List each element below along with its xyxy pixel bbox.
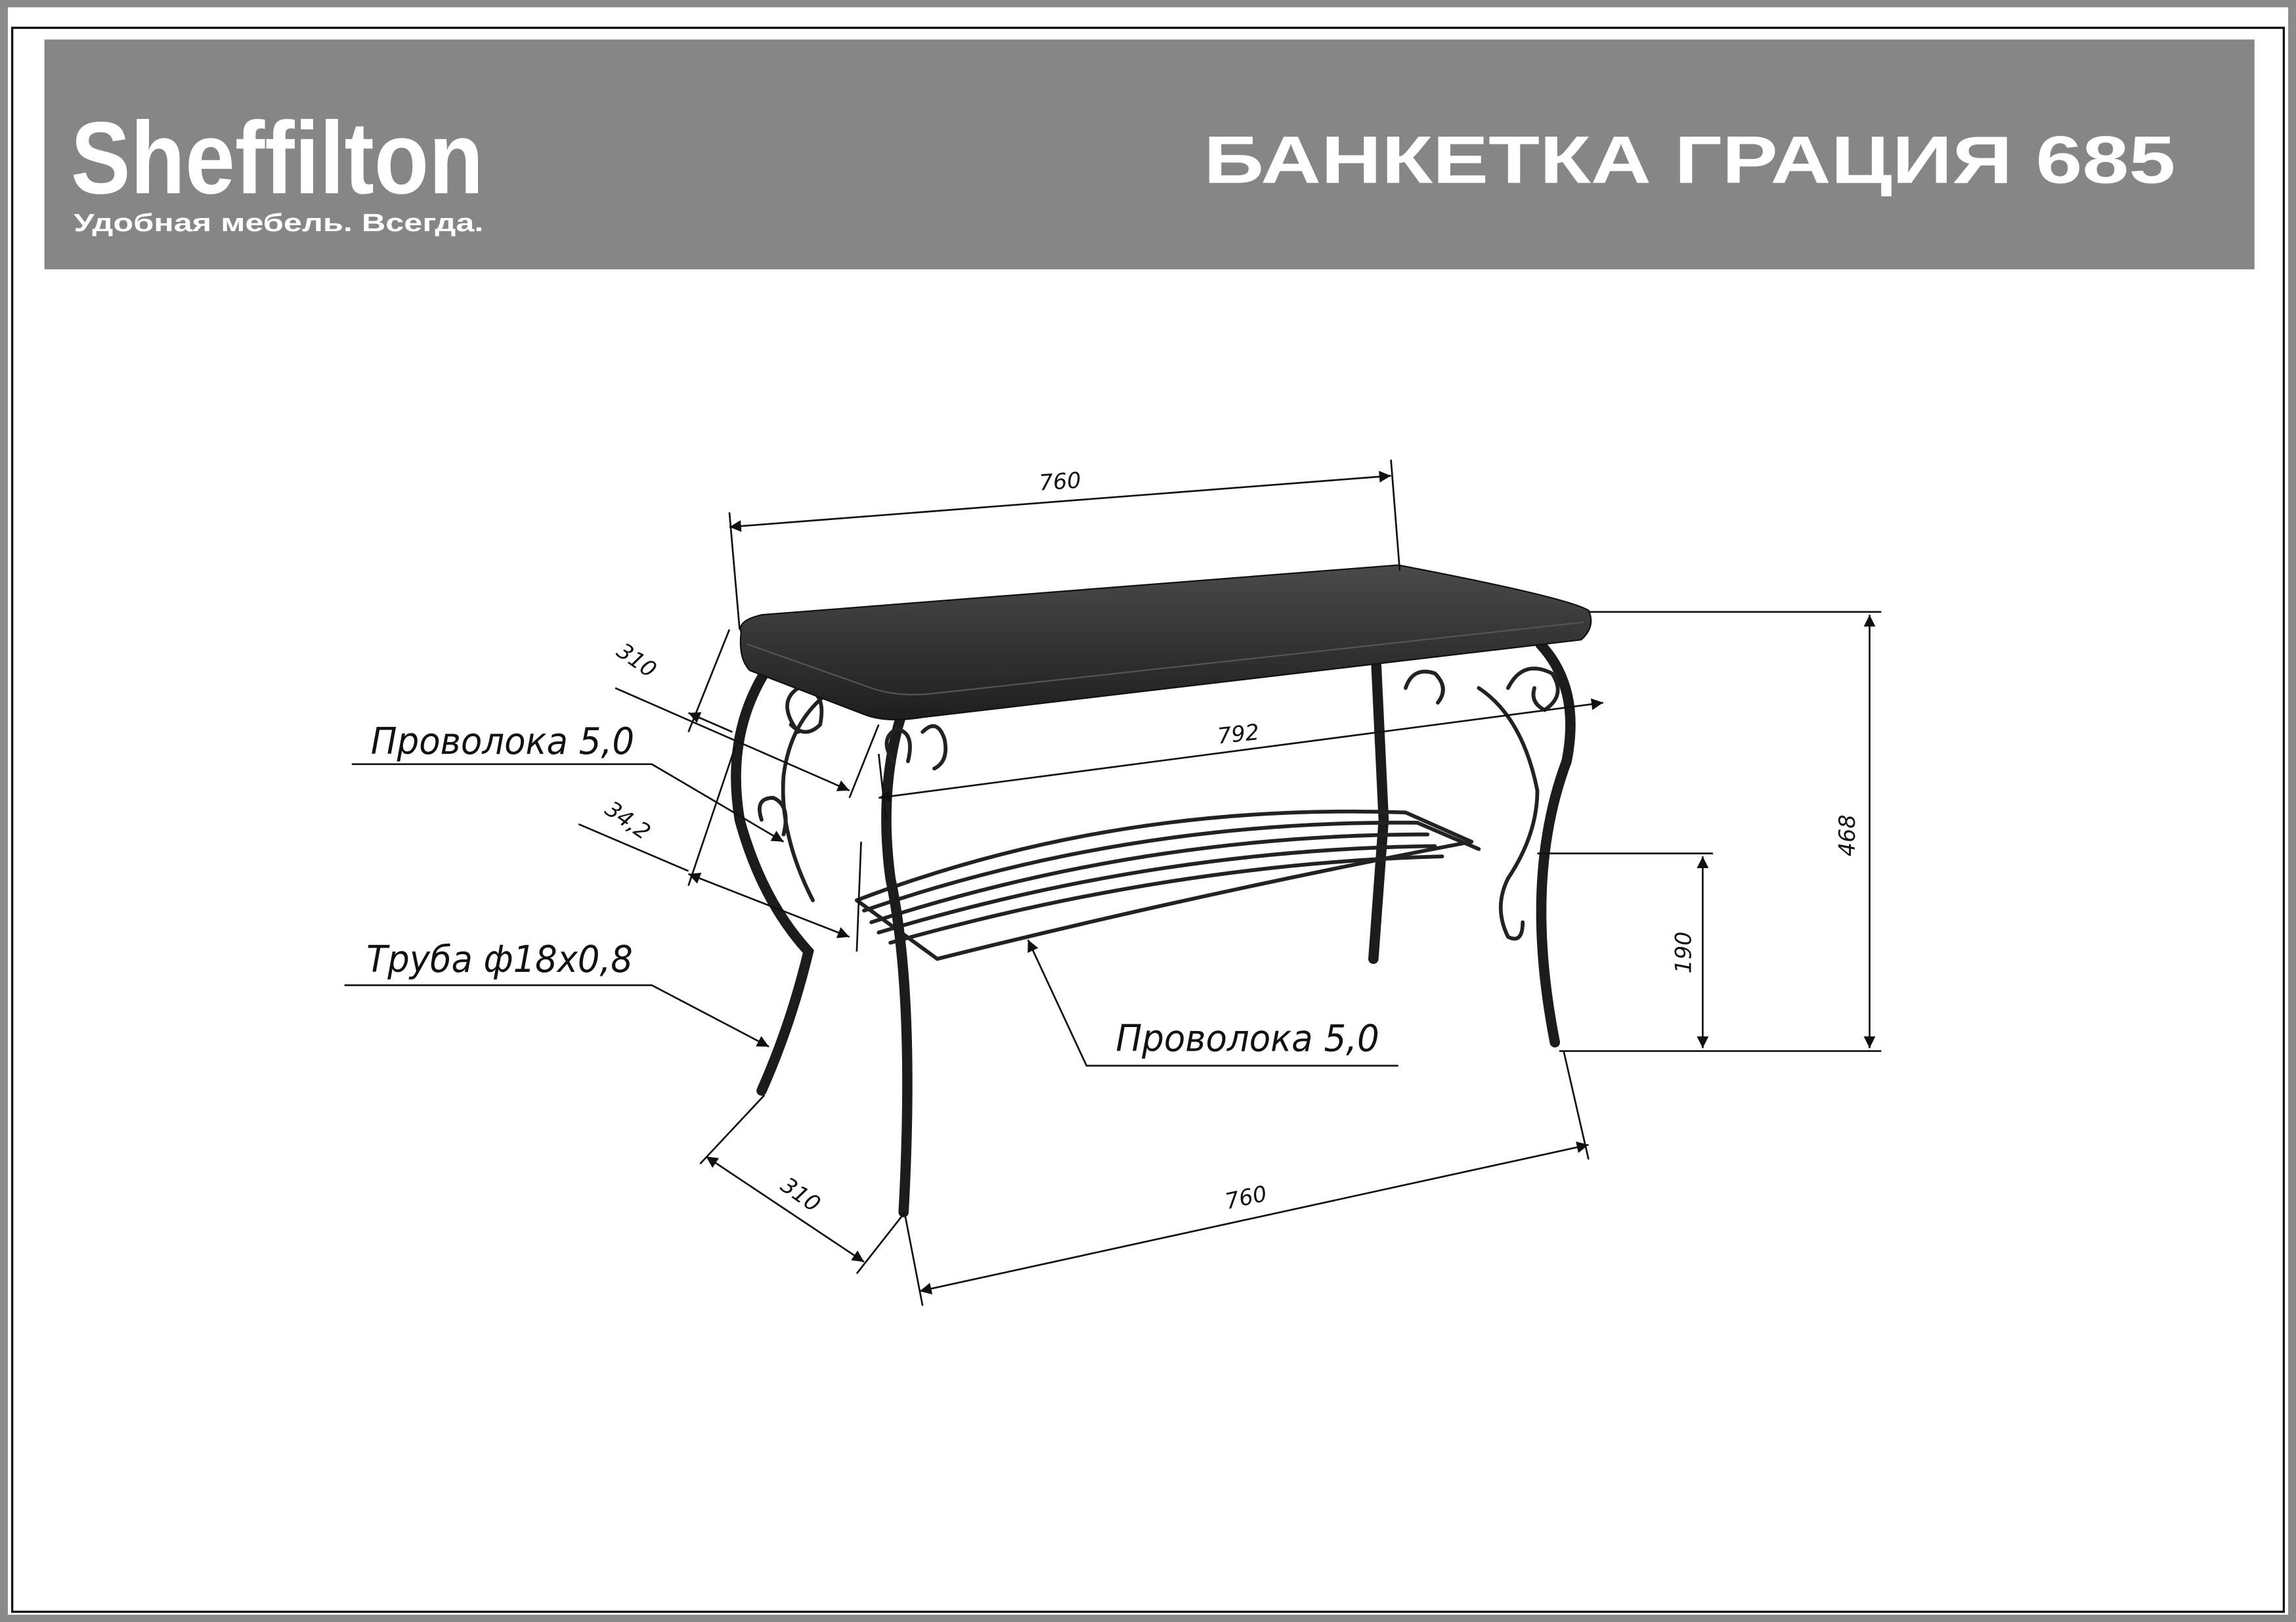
- dim-shelf-height: 190: [1671, 932, 1697, 974]
- dim-span-width: 792: [1216, 719, 1261, 749]
- inner-frame: [11, 26, 2285, 1613]
- page-title: БАНКЕТКА ГРАЦИЯ 685: [1203, 122, 2175, 198]
- callout-tube: Труба ф18х0,8: [366, 938, 633, 981]
- dim-top-depth: 310: [612, 638, 661, 683]
- callout-wire-shelf: Проволока 5,0: [1116, 1018, 1379, 1061]
- seat-cushion: [739, 564, 1592, 721]
- brand-logo: Sheffilton: [71, 101, 484, 215]
- header-banner: Sheffilton Удобная мебель. Всегда. БАНКЕ…: [44, 39, 2255, 270]
- dim-bottom-width: 760: [1223, 1181, 1269, 1214]
- dim-bottom-depth: 310: [776, 1172, 825, 1217]
- shelf: [854, 809, 1481, 961]
- dim-total-height: 468: [1834, 814, 1860, 856]
- callouts: Проволока 5,0 Труба ф18х0,8 Проволока 5,…: [344, 720, 1398, 1067]
- brand-tagline: Удобная мебель. Всегда.: [74, 209, 483, 237]
- dim-top-width: 760: [1038, 467, 1081, 495]
- dimension-lines: 760 310 792 468 190 34,2 310 760: [578, 459, 1882, 1306]
- callout-wire-upper: Проволока 5,0: [371, 720, 634, 763]
- bench-illustration: [731, 564, 1592, 1217]
